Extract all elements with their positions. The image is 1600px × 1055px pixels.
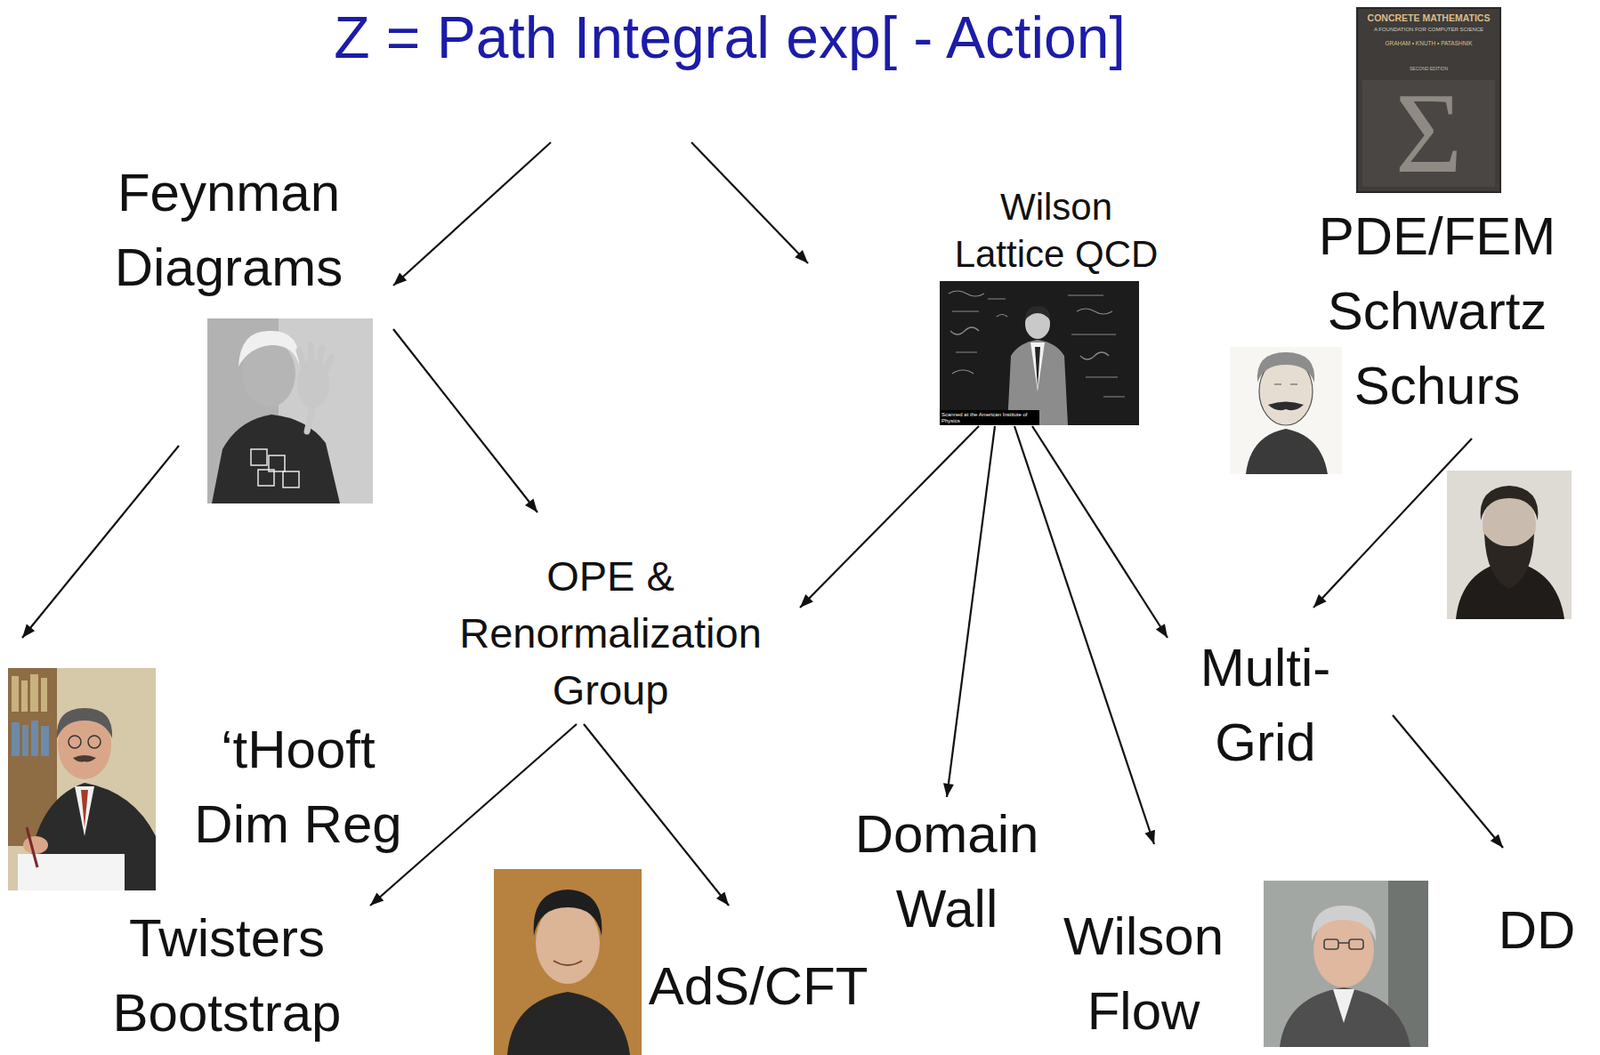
arrow-line — [946, 426, 995, 798]
arrow-line — [1014, 426, 1155, 845]
concept-label: Wilson Flow — [1045, 844, 1242, 1051]
arrow-head — [1145, 830, 1156, 845]
arrow — [22, 445, 179, 639]
arrow-line — [1032, 426, 1168, 639]
arrow-head — [370, 893, 384, 906]
concept-text: Multi- Grid — [1171, 630, 1359, 781]
photo-credit: Scanned at the American Institute of Phy… — [941, 412, 1038, 425]
concept-text: Wilson Lattice QCD — [946, 183, 1166, 278]
arrow-head — [22, 624, 35, 639]
concept-text: ‘tHooft Dim Reg — [182, 712, 414, 863]
concept-text: OPE & Renormalization Group — [441, 548, 780, 720]
concept-text: DD — [1492, 893, 1582, 969]
book-edition: SECOND EDITION — [1357, 65, 1501, 72]
arrow-line — [393, 142, 551, 286]
arrow-head — [943, 783, 954, 798]
arrow-head — [794, 250, 809, 264]
arrow — [393, 142, 551, 286]
root-formula: Z = Path Integral exp[ - Action] — [302, 0, 1157, 143]
concept-label: Wilson Lattice QCD — [808, 183, 1164, 427]
arrow — [1032, 426, 1168, 639]
formula-text: Z = Path Integral exp[ - Action] — [302, 3, 1157, 72]
arrow-head — [525, 499, 538, 513]
arrow — [1392, 715, 1504, 849]
book-title: CONCRETE MATHEMATICS — [1357, 12, 1501, 24]
photo-wilson — [939, 281, 1140, 426]
photo-maldacena — [493, 869, 642, 1055]
book-sigma: Σ — [1357, 74, 1501, 191]
portrait-schur — [1446, 470, 1572, 620]
arrow-head — [393, 272, 407, 286]
arrow-head — [1313, 594, 1327, 608]
arrow — [943, 426, 995, 798]
concept-label: OPE & Renormalization Group — [441, 512, 800, 725]
photo-luscher — [1263, 880, 1429, 1048]
arrow-line — [583, 724, 729, 906]
concept-text: Feynman Diagrams — [86, 155, 372, 306]
concept-text: AdS/CFT — [640, 949, 876, 1025]
arrow-line — [800, 426, 979, 608]
arrow-head — [800, 594, 814, 608]
photo-thooft — [8, 668, 156, 891]
arrow — [393, 329, 538, 513]
arrow-head — [1490, 834, 1504, 849]
concept-label: PDE/FEM Schwartz Schurs — [1299, 199, 1576, 439]
arrow-line — [22, 445, 179, 639]
book-subtitle: A FOUNDATION FOR COMPUTER SCIENCE — [1357, 25, 1501, 33]
arrow-head — [716, 892, 729, 906]
arrow-line — [393, 329, 538, 513]
arrow-line — [1313, 438, 1472, 608]
arrow — [691, 142, 809, 264]
arrow-head — [1155, 623, 1168, 639]
concept-text: Wilson Flow — [1045, 899, 1242, 1050]
concept-label: Feynman Diagrams — [86, 155, 394, 446]
portrait-schwarz — [1229, 347, 1342, 475]
arrow — [800, 426, 979, 608]
concept-label: Domain Wall — [840, 797, 1054, 949]
concept-label: AdS/CFT — [640, 905, 876, 1027]
arrow — [1313, 438, 1472, 608]
concept-text: Domain Wall — [840, 797, 1054, 947]
concept-label: Multi- Grid — [1167, 607, 1393, 783]
concept-text: PDE/FEM Schwartz Schurs — [1299, 199, 1576, 424]
concept-label: ‘tHooft Dim Reg — [8, 638, 364, 906]
book-authors: GRAHAM • KNUTH • PATASHNIK — [1357, 40, 1501, 48]
arrow — [1014, 426, 1156, 845]
arrow — [583, 724, 729, 906]
arrow-line — [1392, 715, 1504, 849]
concept-label: DD — [1492, 848, 1582, 970]
concept-text: Twisters Bootstrap — [93, 901, 361, 1051]
concept-label: Twisters Bootstrap — [93, 901, 371, 1053]
book-cover — [1357, 8, 1501, 193]
photo-feynman — [207, 318, 373, 504]
arrow-line — [691, 142, 809, 264]
